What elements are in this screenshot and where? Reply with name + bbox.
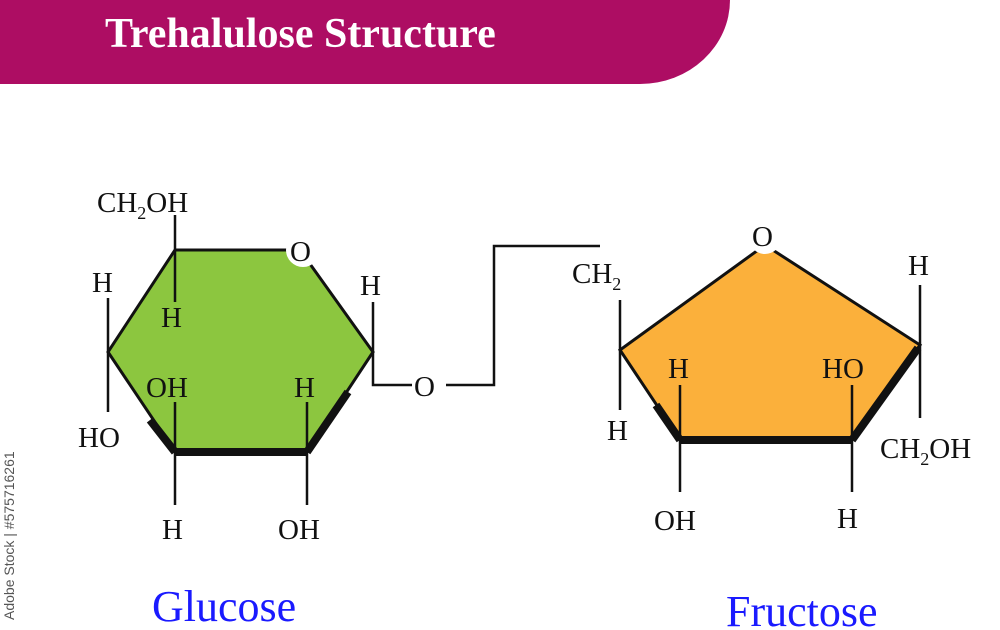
fructose-c5-h: H [607, 415, 628, 447]
fructose-c4-h: H [668, 353, 689, 385]
fructose-ring-bold-edge-right [848, 345, 922, 443]
glucose-c5-h: H [161, 302, 182, 334]
glucose-molecule: O CH2OH H H HO OH H H OH H Glucose [78, 187, 381, 630]
glucose-c2-oh: OH [278, 514, 320, 546]
fructose-ring-oxygen: O [752, 221, 773, 253]
glucose-label: Glucose [152, 582, 296, 630]
glucose-c3-h: H [162, 514, 183, 546]
fructose-ch2: CH2 [572, 258, 621, 294]
glucose-c2-h: H [294, 372, 315, 404]
fructose-c3-ho: HO [822, 353, 864, 385]
title-banner: Trehalulose Structure [0, 0, 730, 84]
glycosidic-linkage: O [371, 244, 600, 403]
glucose-ch2oh: CH2OH [97, 187, 188, 223]
glucose-c4-ho: HO [78, 422, 120, 454]
glucose-ring-bold-edge-right [303, 389, 352, 455]
glucose-ring-oxygen-gap [286, 233, 320, 267]
fructose-c3-h: H [837, 503, 858, 535]
fructose-molecule: O CH2 H H OH HO H H CH2OH Fructose [572, 221, 971, 630]
page-title: Trehalulose Structure [105, 11, 496, 57]
glucose-ring-oxygen: O [290, 236, 311, 268]
glucose-c1-h: H [360, 270, 381, 302]
fructose-c2-h: H [908, 250, 929, 282]
fructose-ring-oxygen-gap [749, 222, 781, 254]
fructose-c4-oh: OH [654, 505, 696, 537]
glucose-ring-bold-edge-left [146, 417, 179, 455]
fructose-ring-bold-edge-left [652, 402, 684, 443]
glucose-c3-oh: OH [146, 372, 188, 404]
fructose-ch2oh: CH2OH [880, 433, 971, 469]
linkage-bond-left [371, 352, 412, 387]
glucose-ring [106, 248, 375, 454]
glucose-c4-h: H [92, 267, 113, 299]
fructose-label: Fructose [726, 587, 878, 630]
linkage-bond-right [446, 244, 600, 387]
bridge-oxygen: O [414, 371, 435, 403]
